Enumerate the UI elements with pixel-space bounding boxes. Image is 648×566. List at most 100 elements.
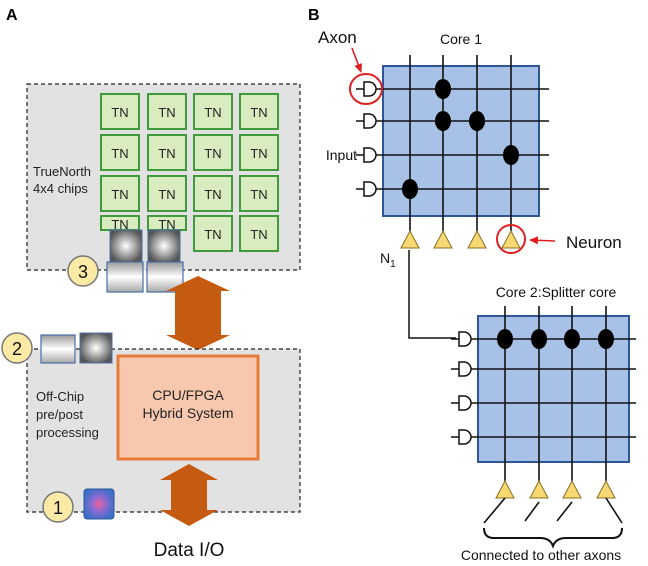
neuron-symbol: [562, 479, 582, 499]
tn-chip-label: TN: [250, 105, 267, 120]
tn-chip: [147, 134, 187, 171]
truenorth-label-line1: TrueNorth: [33, 164, 91, 179]
axon-symbol: [458, 361, 472, 377]
synapse-dot: [531, 329, 547, 349]
tn-chip-label: TN: [250, 187, 267, 202]
connected-label: Connected to other axons: [461, 547, 621, 563]
neuron-pointer: [529, 236, 556, 245]
badge-3: [67, 255, 99, 287]
neuron-symbol: [529, 479, 549, 499]
offchip-label-line3: processing: [36, 425, 99, 440]
axon-symbol: [363, 147, 377, 163]
data-io-label: Data I/O: [154, 540, 225, 561]
badge-1: [42, 491, 74, 523]
input-label: Input: [326, 147, 357, 163]
synapse-dot: [435, 79, 451, 99]
n1-connection-line: [408, 250, 456, 339]
output-line: [483, 497, 506, 524]
synapse-dot: [564, 329, 580, 349]
badge-2: [1, 332, 33, 364]
panel-a: A TN TN TN TN TN TN TN TN TN TN TN TN TN TN TN TN TrueN…: [1, 7, 301, 561]
neuron-symbol: [596, 479, 616, 499]
tn-chip-label: TN: [158, 187, 175, 202]
tn-chip: [147, 175, 187, 212]
core2-crossbar: [451, 306, 636, 524]
tn-chip: [100, 175, 140, 212]
core2-label: Core 2:Splitter core: [496, 284, 617, 300]
axon-symbol: [363, 81, 377, 97]
core1-crossbar: [356, 55, 549, 249]
tn-chip-label: TN: [204, 146, 221, 161]
badge-2-text: 2: [12, 339, 22, 359]
double-arrow-upper: [166, 276, 230, 350]
axon-symbol: [458, 429, 472, 445]
synapse-dot: [497, 329, 513, 349]
tn-chip: [193, 215, 233, 252]
offchip-label-line2: pre/post: [36, 407, 83, 422]
core1-label: Core 1: [440, 31, 482, 47]
tn-chip-label: TN: [111, 146, 128, 161]
axon-label: Axon: [318, 28, 357, 47]
cpu-label-line1: CPU/FPGA: [152, 387, 224, 403]
output-brace: [483, 527, 623, 549]
tn-chip: [239, 175, 279, 212]
tn-chip-label: TN: [158, 217, 175, 232]
tn-chip-label: TN: [158, 105, 175, 120]
output-line: [556, 501, 573, 522]
tn-chip-label: TN: [111, 105, 128, 120]
tn-chip: [239, 215, 279, 252]
panel-b: B Core 1 Axon Input Neuron N1 Core 2:Spl…: [308, 7, 636, 563]
output-line: [605, 497, 623, 524]
truenorth-label-line2: 4x4 chips: [33, 181, 88, 196]
tn-chip: [239, 134, 279, 171]
tn-chip: [100, 134, 140, 171]
neuron-symbol: [501, 229, 521, 249]
axon-pointer: [351, 47, 362, 73]
cpu-fpga-box: [116, 354, 260, 461]
tn-chip-label: TN: [204, 227, 221, 242]
chip-icon: [147, 229, 181, 263]
output-line: [524, 501, 540, 522]
axon-symbol: [363, 181, 377, 197]
tn-chip: [100, 93, 140, 130]
tn-chip: [193, 175, 233, 212]
cpu-label-line2: Hybrid System: [142, 405, 233, 421]
tn-chip: [147, 93, 187, 130]
synapse-dot: [503, 145, 519, 165]
panel-a-label: A: [6, 7, 18, 24]
synapse-dot: [598, 329, 614, 349]
panel-b-label: B: [308, 7, 320, 24]
tn-chip-label: TN: [111, 187, 128, 202]
synapse-dot: [469, 111, 485, 131]
tn-chip-label: TN: [204, 187, 221, 202]
chip-icon: [109, 229, 143, 263]
neuron-highlight-circle: [496, 224, 526, 254]
tn-chip: [193, 93, 233, 130]
neuron-symbol: [495, 479, 515, 499]
synapse-dot: [435, 111, 451, 131]
chip-icon: [79, 332, 113, 364]
neuron-symbol: [433, 229, 453, 249]
axon-highlight-circle: [349, 73, 383, 105]
chip-icon: [106, 261, 144, 293]
tn-chip-label: TN: [250, 146, 267, 161]
tn-chip-label: TN: [158, 146, 175, 161]
tn-chip-label: TN: [111, 217, 128, 232]
sensor-icon: [83, 488, 115, 520]
neuron-symbol: [400, 229, 420, 249]
badge-1-text: 1: [53, 498, 63, 518]
badge-3-text: 3: [78, 262, 88, 282]
neuron-symbol: [467, 229, 487, 249]
tn-chip: [193, 134, 233, 171]
axon-symbol: [458, 331, 472, 347]
neuron-label: Neuron: [566, 233, 622, 252]
tn-chip-label: TN: [204, 105, 221, 120]
offchip-label-line1: Off-Chip: [36, 389, 84, 404]
tn-chip-label: TN: [250, 227, 267, 242]
axon-symbol: [458, 395, 472, 411]
double-arrow-lower: [160, 464, 218, 526]
core1-box: [382, 65, 540, 217]
synapse-dot: [402, 179, 418, 199]
